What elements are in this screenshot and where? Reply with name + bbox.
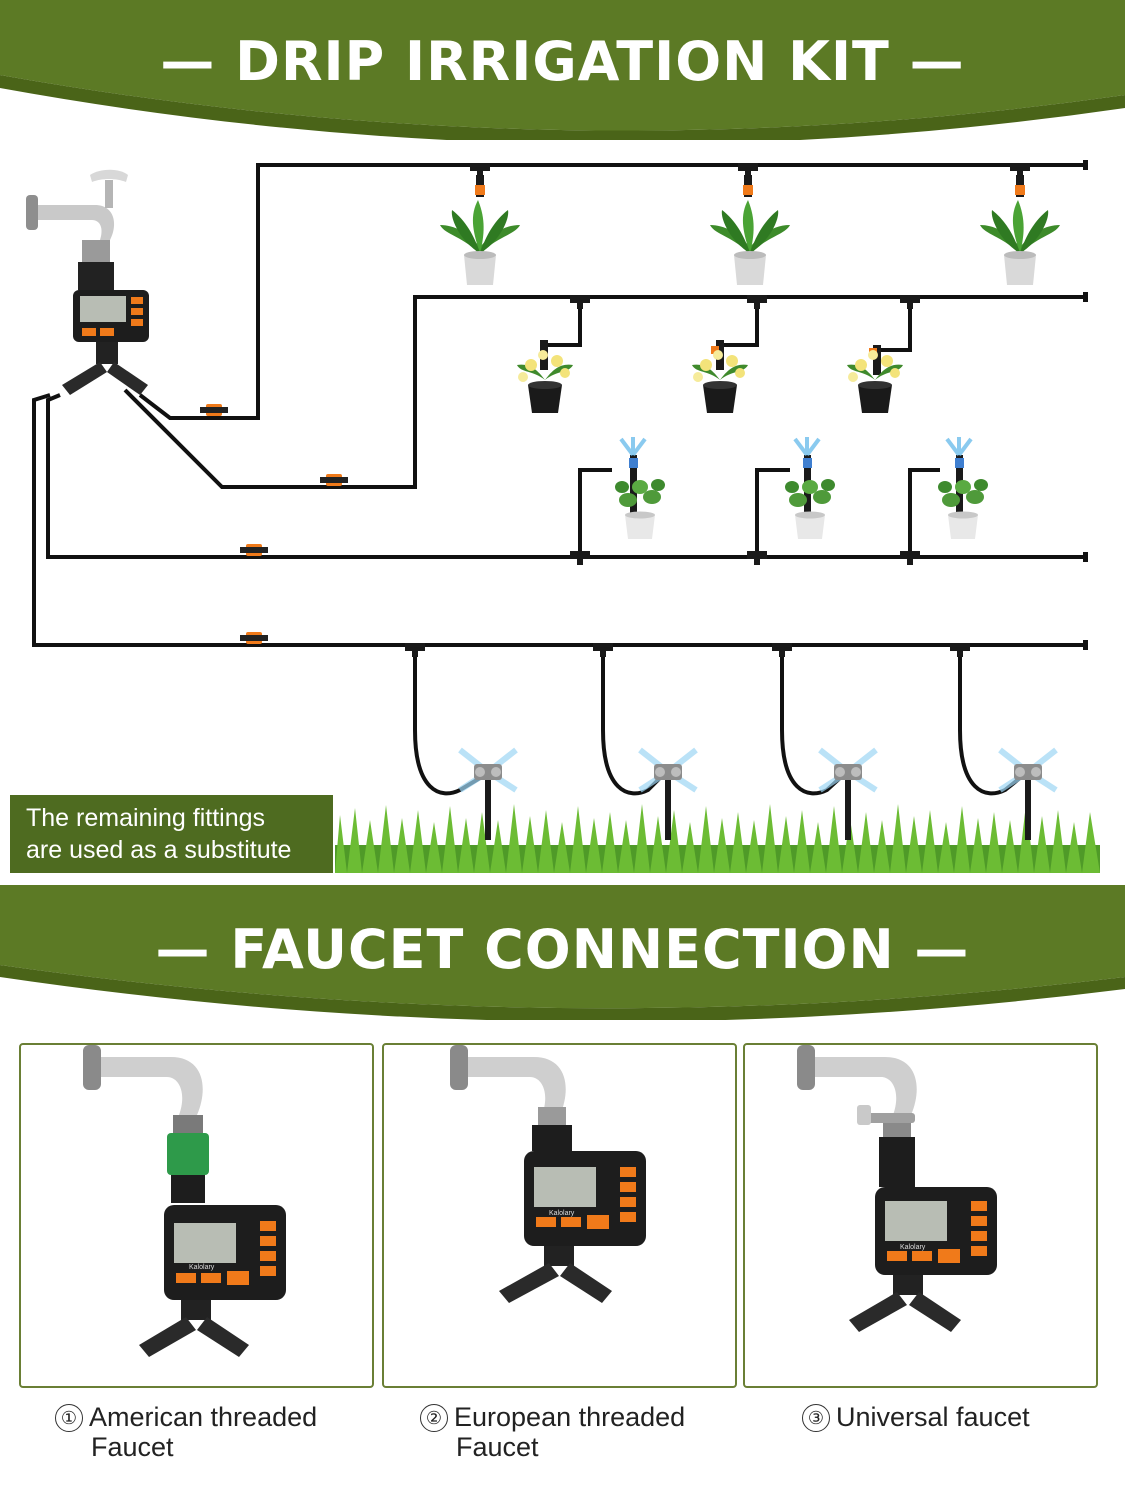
timer-brand: Kalolary	[900, 1244, 926, 1251]
note-line-2: are used as a substitute	[26, 836, 292, 864]
european-faucet-panel: Kalolary	[382, 1043, 737, 1388]
sprinkler-icon	[460, 750, 1056, 840]
round-leaf-plant-icon	[615, 479, 988, 539]
faucet-banner	[0, 885, 1125, 1020]
banner-shape	[0, 0, 1125, 140]
timer-brand: Kalolary	[549, 1210, 575, 1217]
section-title: — FAUCET CONNECTION —	[155, 918, 970, 981]
potted-plant-icon	[440, 200, 1060, 285]
top-banner: — DRIP IRRIGATION KIT —	[0, 0, 1125, 140]
caption-line-2: Faucet	[91, 1432, 174, 1462]
water-timer-icon	[73, 290, 149, 342]
page-title: — DRIP IRRIGATION KIT —	[160, 30, 965, 93]
banner-shape	[0, 885, 1125, 1020]
caption-number: ①	[55, 1404, 83, 1432]
grass-icon	[335, 804, 1100, 873]
y-splitter-icon	[62, 342, 148, 395]
faucet-icon	[26, 169, 128, 290]
timer-brand: Kalolary	[189, 1264, 215, 1271]
irrigation-diagram	[26, 160, 1100, 873]
caption-line-1: European threaded	[454, 1402, 686, 1432]
caption-number: ②	[420, 1404, 448, 1432]
caption-line-1: American threaded	[89, 1402, 318, 1432]
flow-valves	[200, 404, 348, 644]
caption-number: ③	[802, 1404, 830, 1432]
universal-faucet-panel: Kalolary	[743, 1043, 1098, 1388]
caption-line-2: Faucet	[456, 1432, 539, 1462]
end-caps	[1083, 160, 1088, 650]
faucet-timer-illustration	[83, 1045, 286, 1357]
substitute-note: The remaining fittings are used as a sub…	[10, 795, 333, 873]
tubing	[32, 163, 1085, 796]
caption-line-1: Universal faucet	[836, 1402, 1030, 1432]
faucet-timer-illustration	[797, 1045, 997, 1332]
line1-emitters	[470, 163, 1030, 197]
faucet-timer-illustration	[450, 1045, 646, 1303]
note-line-1: The remaining fittings	[26, 804, 266, 832]
flower-pot-icon	[517, 350, 903, 413]
american-faucet-panel: Kalolary	[19, 1043, 374, 1388]
